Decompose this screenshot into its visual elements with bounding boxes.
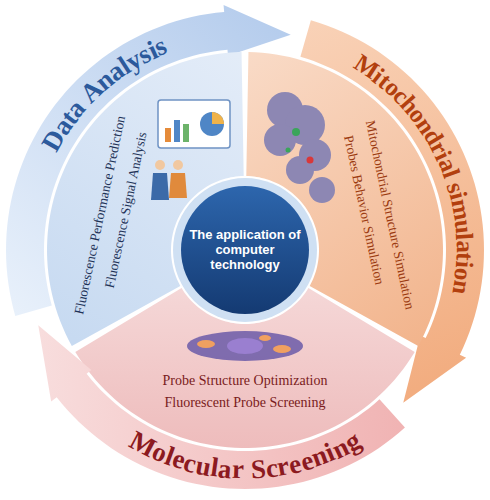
person-head <box>155 160 165 170</box>
pie-chart <box>200 112 224 136</box>
circle-core <box>181 186 309 314</box>
center-title: The application of computer technology <box>189 228 301 273</box>
center-circle: The application of computer technology <box>171 176 319 324</box>
probe-dot <box>292 128 300 136</box>
protein-lobe <box>286 156 314 184</box>
person-head <box>173 160 183 170</box>
mitochondrion <box>197 340 215 348</box>
protein-illustration <box>264 92 335 203</box>
mitochondrion <box>273 345 291 353</box>
probe-dot <box>286 148 291 153</box>
cell-body <box>187 331 303 361</box>
arrow-band-outline <box>38 325 405 489</box>
letter: u <box>451 218 477 235</box>
letter: m <box>447 197 475 222</box>
person-body <box>151 173 169 200</box>
person-body <box>169 173 187 198</box>
chart-panel <box>158 100 230 148</box>
cell-illustration <box>187 331 303 361</box>
letter: a <box>217 455 233 483</box>
chart-bar <box>165 128 171 142</box>
probe-dot <box>307 157 314 164</box>
mitochondrion <box>259 335 271 341</box>
chart-illustration <box>158 100 230 148</box>
circle-ring <box>173 178 317 322</box>
chart-bar <box>183 124 189 142</box>
arrow-band: Molecular Screening <box>36 323 407 491</box>
cell-nucleus <box>227 338 263 354</box>
letter: r <box>231 456 244 483</box>
sector-item: Fluorescent Probe Screening <box>165 395 326 411</box>
letter <box>244 456 251 483</box>
protein-lobe <box>309 177 335 203</box>
people-illustration <box>151 160 187 200</box>
pie-slice <box>212 112 224 124</box>
chart-bar <box>174 120 180 142</box>
letter: t <box>452 252 477 261</box>
protein-lobe <box>264 124 296 156</box>
letter: a <box>452 240 477 253</box>
letter: l <box>452 232 477 240</box>
flow-title: Molecular Screening <box>36 323 407 491</box>
sector-item: Probe Structure Optimization <box>163 373 328 389</box>
